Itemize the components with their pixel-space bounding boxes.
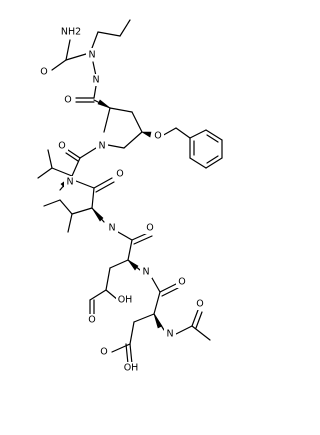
bond (91, 31, 99, 49)
wedge-bond (91, 207, 104, 222)
bond (95, 181, 115, 193)
bond (189, 157, 207, 169)
bond (105, 267, 111, 291)
atom-label-hydroxyl: OH (118, 295, 133, 306)
bond (123, 131, 143, 149)
bond (153, 291, 161, 315)
atom-label-nitrogen: N (98, 141, 105, 152)
bond (125, 343, 129, 365)
bond (129, 321, 135, 345)
atom-label-nh2: NH2 (61, 27, 81, 38)
bond (109, 259, 129, 269)
bond (206, 155, 219, 164)
bond (151, 277, 161, 293)
bond (175, 325, 193, 335)
bond (71, 207, 93, 215)
bond (161, 287, 179, 297)
atom-label-nitrogen: N (108, 223, 115, 234)
bond (91, 187, 95, 209)
atom-label-oxygen: O (88, 315, 95, 326)
atom-label-nitrogen: N (166, 329, 173, 340)
bond (133, 313, 155, 323)
bond (79, 147, 97, 159)
atom-label-hydroxyl: OH (124, 363, 139, 374)
atom-label-nitrogen: N (92, 75, 99, 86)
atom-label-oxygen: O (64, 95, 71, 106)
bond (206, 134, 219, 143)
bond (133, 235, 153, 245)
bond (205, 157, 223, 169)
bond (93, 177, 113, 189)
bond (43, 199, 61, 207)
bond (89, 289, 107, 301)
bond (159, 283, 177, 293)
bond (51, 59, 67, 71)
wedge-bond (97, 99, 111, 109)
bond-layer (37, 19, 223, 365)
bond (71, 157, 81, 177)
bond (129, 343, 133, 365)
atom-label-oxygen: O (196, 299, 203, 310)
bond (103, 107, 111, 133)
atom-label-layer: NH2 O N N O N O O N O N O N O OH O N (38, 26, 206, 374)
atom-label-nitrogen: N (142, 267, 149, 278)
bond (109, 107, 133, 113)
atom-label-oxygen: O (178, 277, 185, 288)
bond (67, 149, 81, 159)
atom-label-oxygen: O (154, 131, 161, 142)
wedge-bond (127, 259, 139, 271)
wedge-bond (140, 131, 152, 138)
bond (111, 343, 131, 353)
bond (127, 239, 133, 261)
bond (65, 152, 79, 162)
bond (37, 167, 53, 179)
bond (131, 111, 143, 133)
bond (92, 61, 97, 77)
bond (191, 309, 199, 327)
stereo-layer (60, 99, 163, 329)
bond (93, 85, 97, 99)
bond (47, 149, 53, 169)
bond (67, 213, 73, 233)
molecule-structure: NH2 O N N O N O O N O N O N O OH O N (37, 19, 223, 374)
atom-label-oxygen: O (58, 141, 65, 152)
bond (51, 167, 73, 177)
atom-label-nitrogen: N (66, 177, 73, 188)
bond (205, 129, 223, 141)
bond (117, 231, 133, 241)
atom-label-oxygen: O (40, 67, 47, 78)
bond (65, 53, 87, 61)
atom-label-oxygen: O (100, 347, 107, 358)
bond (195, 311, 203, 329)
bond (191, 325, 211, 341)
atom-label-nitrogen: N (88, 50, 95, 61)
wedge-bond (153, 313, 163, 329)
bond (65, 39, 71, 61)
bond (175, 127, 191, 139)
bond (189, 129, 207, 139)
atom-label-oxygen: O (116, 169, 123, 180)
bond (97, 31, 121, 37)
bond (119, 19, 131, 37)
molecule-canvas: NH2 O N N O N O O N O N O N O OH O N (37, 19, 223, 374)
atom-label-oxygen: O (146, 223, 153, 234)
bond (75, 180, 95, 189)
bond (59, 199, 73, 215)
bond (107, 144, 125, 149)
